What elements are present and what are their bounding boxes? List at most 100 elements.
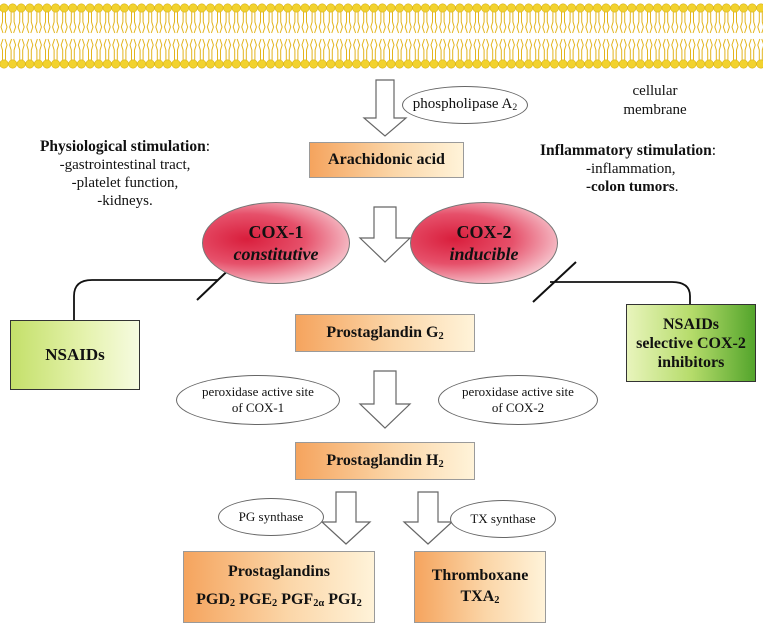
- lipid-tail: [206, 12, 214, 34]
- lipid-tail: [103, 12, 111, 34]
- lipid-tail: [344, 12, 352, 34]
- lipid-tail: [34, 12, 42, 34]
- arrow-aa-to-pgg2: [358, 206, 412, 263]
- lipid-tail: [69, 38, 77, 60]
- lipid-tail: [353, 38, 361, 60]
- lipid-tail: [387, 12, 395, 34]
- lipid-tail: [215, 12, 223, 34]
- lipid-tail: [447, 38, 455, 60]
- lipid-tail: [52, 12, 60, 34]
- lipid-tail: [327, 38, 335, 60]
- pgf-label: PGF: [281, 591, 314, 608]
- phospholipase-a2-ellipse: phospholipase A2: [402, 86, 528, 124]
- lipid-tail: [198, 12, 206, 34]
- arrow-pgh2-to-txa2: [402, 491, 454, 545]
- lipid-tail: [370, 38, 378, 60]
- inflammatory-colon: :: [711, 142, 717, 159]
- lipid-tail: [482, 12, 490, 34]
- lipid-tail: [0, 12, 8, 34]
- lipid-tail: [619, 12, 627, 34]
- lipid-tail: [654, 38, 662, 60]
- cox1-name: COX-1: [248, 222, 304, 242]
- lipid-tail: [60, 12, 68, 34]
- selective-inhibition-line: [550, 281, 691, 304]
- lipid-tail: [172, 12, 180, 34]
- lipid-tail: [138, 12, 146, 34]
- prostaglandins-list: PGD2 PGE2 PGF2α PGI2: [196, 589, 362, 613]
- peroxidase-cox2-ellipse: peroxidase active site of COX-2: [438, 375, 598, 425]
- cell-membrane-bilayer: [0, 3, 763, 69]
- lipid-tail: [430, 12, 438, 34]
- lipid-tail: [232, 12, 240, 34]
- lipid-tail: [267, 38, 275, 60]
- lipid-tail: [645, 38, 653, 60]
- lipid-tail: [636, 38, 644, 60]
- lipid-tail: [9, 12, 17, 34]
- lipid-tail: [335, 12, 343, 34]
- nsaids-selective-box: NSAIDs selective COX-2 inhibitors: [626, 304, 756, 382]
- lipid-tail: [404, 38, 412, 60]
- pgd-label: PGD: [196, 591, 230, 608]
- lipid-tail: [731, 12, 739, 34]
- lipid-tail: [163, 38, 171, 60]
- nsaids-selective-line3: inhibitors: [657, 353, 725, 371]
- lipid-tail: [9, 38, 17, 60]
- lipid-tail: [129, 38, 137, 60]
- lipid-tail: [585, 12, 593, 34]
- lipid-tail: [77, 38, 85, 60]
- arachidonic-acid-box: Arachidonic acid: [309, 142, 464, 178]
- lipid-tail: [249, 38, 257, 60]
- lipid-tail: [464, 12, 472, 34]
- lipid-tail: [748, 38, 756, 60]
- lipid-tail: [292, 12, 300, 34]
- lipid-tail: [43, 12, 51, 34]
- cox2-type: inducible: [449, 244, 519, 264]
- lipid-tail: [396, 12, 404, 34]
- nsaids-label: NSAIDs: [45, 345, 105, 364]
- lipid-tail: [146, 38, 154, 60]
- lipid-tail: [499, 12, 507, 34]
- lipid-tail: [52, 38, 60, 60]
- physiological-stimulation: Physiological stimulation: -gastrointest…: [10, 138, 240, 210]
- lipid-tail: [77, 12, 85, 34]
- inflammatory-item-inflammation: -inflammation,: [586, 161, 676, 177]
- lipid-tail: [576, 12, 584, 34]
- lipid-tail: [559, 12, 567, 34]
- lipid-tail: [559, 38, 567, 60]
- lipid-tail: [430, 38, 438, 60]
- lipid-tail: [413, 12, 421, 34]
- prostaglandin-h2-sub: 2: [438, 459, 444, 470]
- txa-sub: 2: [494, 595, 500, 606]
- lipid-tail: [249, 12, 257, 34]
- lipid-tail: [748, 12, 756, 34]
- lipid-head: [756, 3, 763, 13]
- lipid-tail: [421, 38, 429, 60]
- prostaglandins-box: Prostaglandins PGD2 PGE2 PGF2α PGI2: [183, 551, 375, 623]
- lipid-tail: [490, 12, 498, 34]
- physiological-heading: Physiological stimulation: [39, 138, 206, 155]
- lipid-tail: [267, 12, 275, 34]
- lipid-tail: [258, 12, 266, 34]
- lipid-tail: [155, 38, 163, 60]
- lipid-tail: [525, 12, 533, 34]
- membrane-label-line1: cellular: [632, 83, 678, 99]
- lipid-tail: [705, 38, 713, 60]
- membrane-label: cellular membrane: [610, 82, 700, 120]
- lipid-tail: [120, 38, 128, 60]
- lipid-tail: [439, 38, 447, 60]
- lipid-tail: [671, 38, 679, 60]
- lipid-tail: [533, 12, 541, 34]
- lipid-tail: [456, 38, 464, 60]
- lipid-tail: [464, 38, 472, 60]
- phospholipase-a2-text: phospholipase A: [412, 96, 513, 112]
- lipid-tail: [69, 12, 77, 34]
- prostaglandin-g2-sub: 2: [438, 331, 444, 342]
- peroxidase-cox2-line1: peroxidase active site: [462, 384, 574, 399]
- lipid-tail: [396, 38, 404, 60]
- selective-inhibition-bar: [532, 261, 577, 303]
- lipid-tail: [224, 38, 232, 60]
- lipid-tail: [714, 38, 722, 60]
- lipid-tail: [714, 12, 722, 34]
- lipid-tail: [301, 38, 309, 60]
- lipid-tail: [284, 38, 292, 60]
